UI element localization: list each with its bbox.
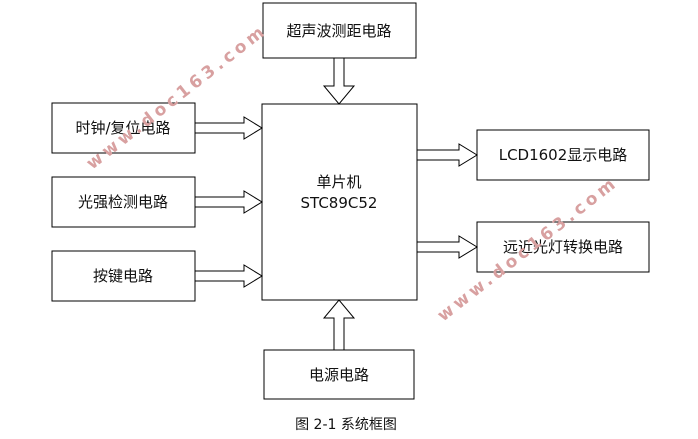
- keys-label: 按键电路: [93, 267, 153, 285]
- clock-reset-label: 时钟/复位电路: [75, 119, 170, 137]
- arrow-clock-to-mcu: [194, 116, 263, 140]
- power-supply-box: [263, 349, 415, 400]
- arrow-light-detect-to-mcu: [194, 190, 263, 214]
- figure-caption: 图 2-1 系统框图: [295, 417, 397, 433]
- mcu-label-line1: 单片机: [316, 173, 361, 191]
- lcd-display-box: [476, 129, 650, 181]
- ultrasonic-ranging-box: [262, 2, 417, 59]
- light-switch-box: [476, 221, 650, 273]
- light-detect-label: 光强检测电路: [78, 193, 168, 211]
- arrow-mcu-to-lcd: [416, 143, 478, 167]
- arrow-power-to-mcu: [322, 299, 356, 351]
- arrow-keys-to-mcu: [194, 264, 263, 288]
- lcd-display-label: LCD1602显示电路: [499, 146, 628, 164]
- arrow-ultrasonic-to-mcu: [322, 57, 356, 105]
- clock-reset-box: [51, 102, 196, 154]
- power-supply-label: 电源电路: [309, 366, 369, 384]
- arrow-mcu-to-light-switch: [416, 235, 478, 259]
- light-switch-label: 远近光灯转换电路: [503, 238, 623, 256]
- ultrasonic-ranging-label: 超声波测距电路: [286, 22, 391, 40]
- mcu-label-line2: STC89C52: [301, 194, 378, 212]
